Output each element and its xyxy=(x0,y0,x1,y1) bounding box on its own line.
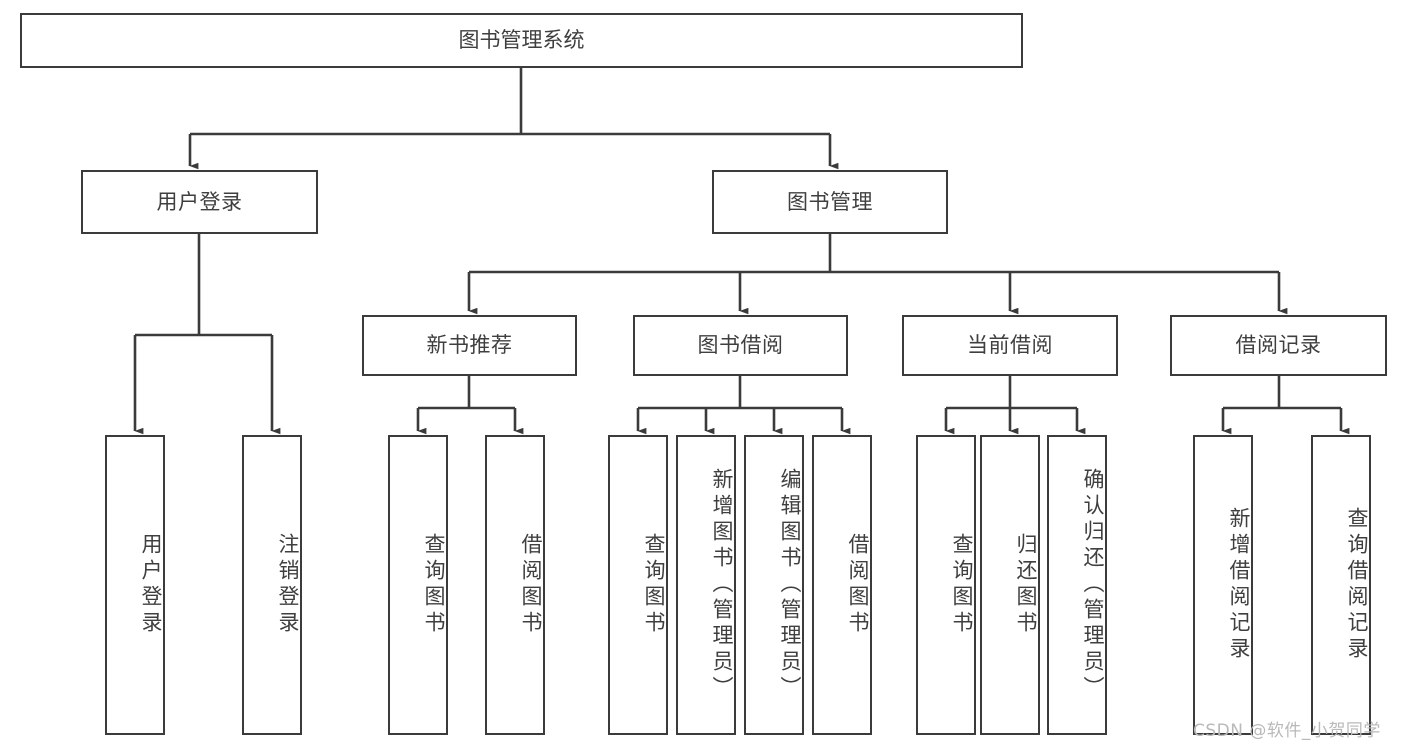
node-label: 当前借阅 xyxy=(967,333,1053,358)
leaf-current-query-book[interactable]: 查询图书 xyxy=(916,435,976,735)
node-label: 新书推荐 xyxy=(426,333,513,358)
leaf-record-add-record[interactable]: 新增借阅记录 xyxy=(1193,435,1253,735)
leaf-borrow-query-book[interactable]: 查询图书 xyxy=(608,435,668,735)
node-user-login[interactable]: 用户登录 xyxy=(81,170,318,234)
leaf-record-query-record[interactable]: 查询借阅记录 xyxy=(1311,435,1371,735)
node-label: 查询借阅记录 xyxy=(1345,507,1369,663)
node-label: 注销登录 xyxy=(276,533,300,637)
node-current-borrow[interactable]: 当前借阅 xyxy=(902,315,1118,376)
leaf-user-login-signin[interactable]: 用户登录 xyxy=(105,435,165,735)
node-root-system[interactable]: 图书管理系统 xyxy=(20,13,1023,68)
node-label: 查询图书 xyxy=(642,533,666,637)
node-label: 图书管理系统 xyxy=(458,28,585,53)
node-label: 借阅图书 xyxy=(846,533,870,637)
node-label: 借阅图书 xyxy=(519,533,543,637)
leaf-recommend-query-book[interactable]: 查询图书 xyxy=(388,435,448,735)
node-label: 用户登录 xyxy=(139,533,163,637)
csdn-watermark: CSDN @软件_小贺同学 xyxy=(1193,716,1381,741)
node-label: 新增图书（管理员） xyxy=(710,468,734,702)
node-label: 查询图书 xyxy=(422,533,446,637)
leaf-borrow-edit-book[interactable]: 编辑图书（管理员） xyxy=(744,435,804,735)
node-label: 借阅记录 xyxy=(1235,333,1322,358)
node-borrow-record[interactable]: 借阅记录 xyxy=(1170,315,1387,376)
node-book-borrow[interactable]: 图书借阅 xyxy=(633,315,848,376)
watermark-text: CSDN @软件_小贺同学 xyxy=(1193,721,1381,741)
leaf-borrow-add-book[interactable]: 新增图书（管理员） xyxy=(676,435,736,735)
leaf-current-return-book[interactable]: 归还图书 xyxy=(980,435,1040,735)
node-label: 用户登录 xyxy=(156,189,243,214)
node-book-management[interactable]: 图书管理 xyxy=(712,170,948,234)
node-label: 归还图书 xyxy=(1014,533,1038,637)
node-label: 确认归还（管理员） xyxy=(1081,468,1105,702)
leaf-user-login-signout[interactable]: 注销登录 xyxy=(242,435,302,735)
node-label: 新增借阅记录 xyxy=(1227,507,1251,663)
node-label: 编辑图书（管理员） xyxy=(778,468,802,702)
leaf-current-confirm-return[interactable]: 确认归还（管理员） xyxy=(1047,435,1107,735)
node-label: 图书管理 xyxy=(787,189,873,214)
node-label: 查询图书 xyxy=(950,533,974,637)
leaf-borrow-borrow-book[interactable]: 借阅图书 xyxy=(812,435,872,735)
leaf-recommend-borrow-book[interactable]: 借阅图书 xyxy=(485,435,545,735)
node-new-book-recommend[interactable]: 新书推荐 xyxy=(362,315,577,376)
node-label: 图书借阅 xyxy=(697,333,784,358)
